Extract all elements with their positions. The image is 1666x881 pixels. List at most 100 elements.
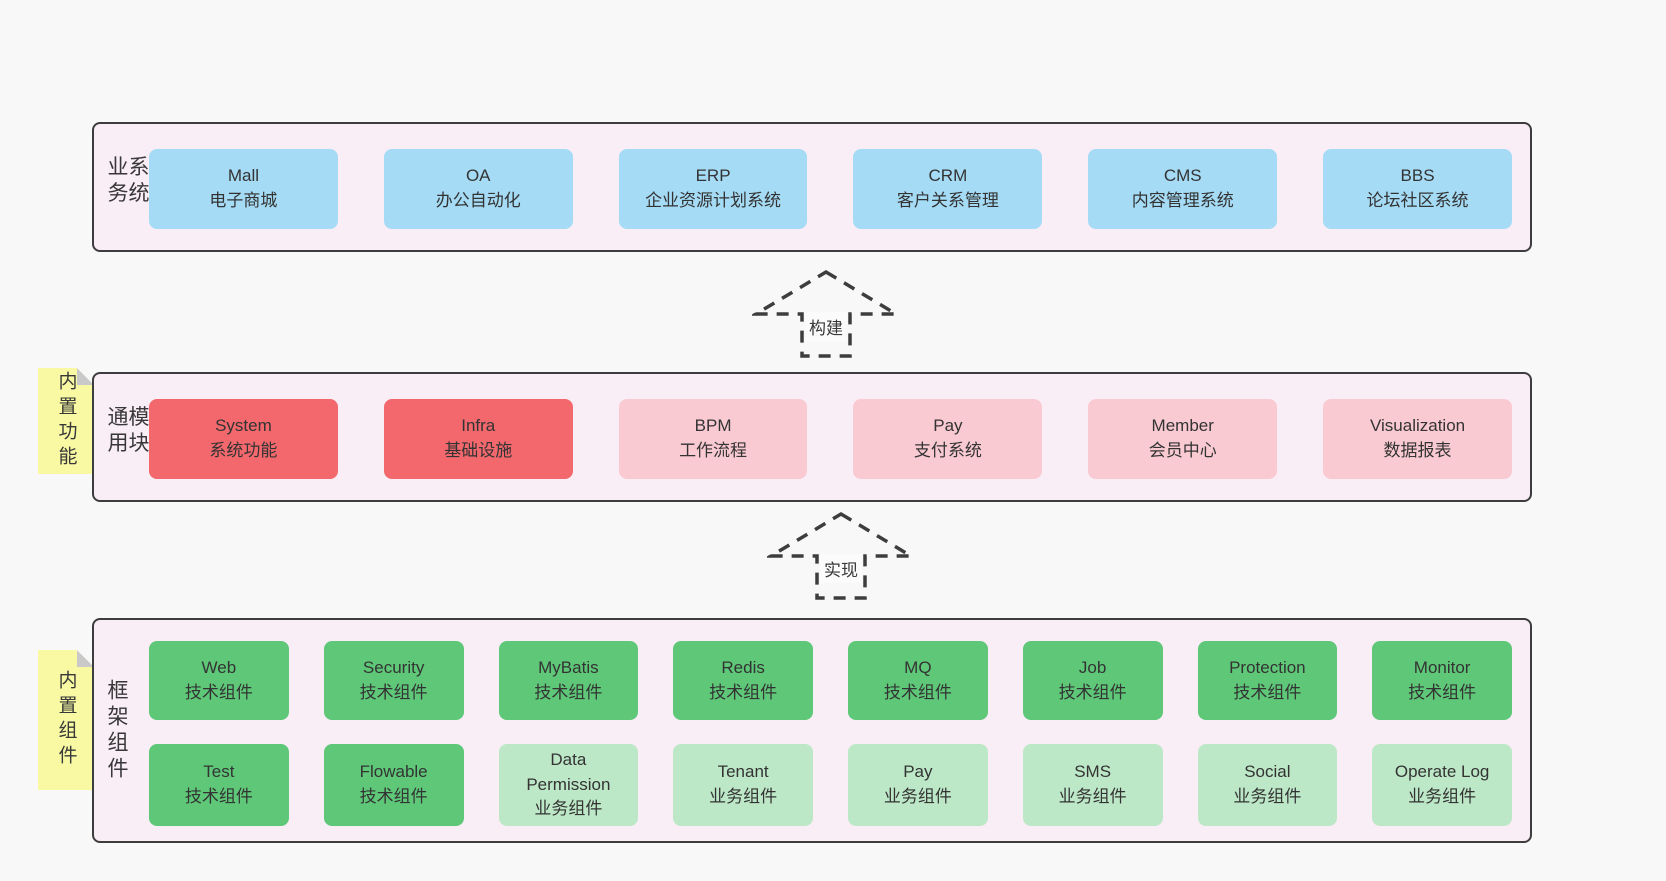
box-subtitle: 办公自动化: [435, 191, 521, 210]
box-mall: Mall 电子商城: [149, 149, 338, 229]
box-title: Operate Log: [1394, 762, 1490, 782]
box-subtitle: 系统功能: [209, 441, 278, 460]
sticky-note-label: 内置组件: [55, 670, 77, 770]
box-bbs: BBS 论坛社区系统: [1323, 149, 1512, 229]
box-redis: Redis 技术组件: [673, 641, 813, 720]
box-subtitle: 论坛社区系统: [1366, 191, 1469, 210]
box-tenant: Tenant 业务组件: [673, 744, 813, 826]
box-subtitle: 业务组件: [534, 799, 603, 819]
framework-box-row-1: Web 技术组件 Security 技术组件 MyBatis 技术组件 Redi…: [149, 641, 1512, 720]
panel-common-modules: 通用模块 System 系统功能 Infra 基础设施 BPM 工作流程 Pay…: [92, 372, 1532, 502]
box-title: MyBatis: [538, 657, 599, 677]
up-arrow-icon: [752, 269, 900, 358]
box-title: Member: [1151, 416, 1214, 436]
box-title: Visualization: [1369, 416, 1466, 436]
box-title: Pay: [903, 762, 933, 782]
box-flowable: Flowable 技术组件: [323, 744, 464, 826]
box-erp: ERP 企业资源计划系统: [618, 149, 808, 229]
box-subtitle: 技术组件: [359, 787, 428, 806]
panel-label-framework-components: 框架组件: [105, 678, 128, 783]
sticky-note-builtin-features: 内置功能: [38, 368, 94, 474]
panel-label-common-modules: 通用模块: [105, 405, 149, 458]
framework-box-row-2: Test 技术组件 Flowable 技术组件 Data Permission …: [149, 744, 1512, 826]
sticky-note-label: 内置功能: [55, 371, 77, 471]
panel-framework-components: 框架组件 Web 技术组件 Security 技术组件 MyBatis 技术组件…: [92, 618, 1532, 843]
box-subtitle: 业务组件: [1233, 787, 1302, 806]
box-title: Mall: [227, 166, 259, 186]
box-title: Security: [362, 657, 425, 677]
box-data-permission: Data Permission 业务组件: [498, 744, 639, 826]
box-protection: Protection 技术组件: [1197, 641, 1338, 720]
box-title: Web: [201, 657, 237, 677]
box-title: Flowable: [359, 762, 428, 782]
business-box-row: Mall 电子商城 OA 办公自动化 ERP 企业资源计划系统 CRM 客户关系…: [149, 149, 1512, 229]
box-mybatis: MyBatis 技术组件: [498, 641, 639, 720]
box-crm: CRM 客户关系管理: [853, 149, 1043, 229]
box-subtitle: 业务组件: [1408, 787, 1477, 806]
box-oa: OA 办公自动化: [383, 149, 573, 229]
modules-box-row: System 系统功能 Infra 基础设施 BPM 工作流程 Pay 支付系统…: [149, 399, 1512, 479]
box-subtitle: 工作流程: [679, 441, 748, 460]
box-pay-system: Pay 支付系统: [853, 399, 1043, 479]
box-subtitle: 业务组件: [1058, 787, 1127, 806]
box-title: ERP: [695, 166, 731, 186]
box-subtitle: 客户关系管理: [896, 191, 999, 210]
box-subtitle: 支付系统: [913, 441, 982, 460]
up-arrow-icon: [767, 511, 915, 600]
box-subtitle: 技术组件: [1408, 682, 1477, 702]
box-title: Infra: [461, 416, 496, 436]
box-title: Protection: [1229, 657, 1306, 677]
arrow-build: 构建: [752, 268, 900, 360]
box-subtitle: 业务组件: [883, 787, 952, 806]
box-subtitle: 业务组件: [709, 787, 778, 806]
box-monitor: Monitor 技术组件: [1372, 641, 1512, 720]
box-system: System 系统功能: [149, 399, 338, 479]
box-subtitle: 电子商城: [209, 191, 278, 210]
box-title: BPM: [694, 416, 732, 436]
box-subtitle: 数据报表: [1383, 441, 1452, 460]
box-title: CRM: [928, 166, 968, 186]
arrow-implement: 实现: [767, 510, 915, 602]
box-title: Monitor: [1413, 657, 1471, 677]
box-title: Social: [1244, 762, 1291, 782]
box-web: Web 技术组件: [149, 641, 289, 720]
box-social: Social 业务组件: [1197, 744, 1338, 826]
box-test: Test 技术组件: [149, 744, 289, 826]
box-security: Security 技术组件: [323, 641, 464, 720]
box-subtitle: 技术组件: [534, 682, 603, 702]
box-title: Data Permission: [526, 750, 611, 794]
sticky-note-builtin-components: 内置组件: [38, 650, 94, 790]
box-infra: Infra 基础设施: [383, 399, 573, 479]
box-title: OA: [465, 166, 491, 186]
box-subtitle: 技术组件: [184, 787, 253, 806]
box-title: SMS: [1074, 762, 1112, 782]
box-title: Pay: [933, 416, 963, 436]
box-title: Tenant: [717, 762, 769, 782]
box-title: Redis: [721, 657, 765, 677]
box-title: BBS: [1400, 166, 1435, 186]
box-cms: CMS 内容管理系统: [1088, 149, 1278, 229]
box-pay-component: Pay 业务组件: [848, 744, 988, 826]
box-subtitle: 内容管理系统: [1131, 191, 1234, 210]
panel-label-business-systems: 业务系统: [105, 155, 149, 208]
box-subtitle: 技术组件: [883, 682, 952, 702]
box-sms: SMS 业务组件: [1022, 744, 1163, 826]
box-subtitle: 会员中心: [1148, 441, 1217, 460]
box-subtitle: 技术组件: [1058, 682, 1127, 702]
box-member: Member 会员中心: [1088, 399, 1278, 479]
box-subtitle: 技术组件: [359, 682, 428, 702]
box-subtitle: 技术组件: [184, 682, 253, 702]
panel-business-systems: 业务系统 Mall 电子商城 OA 办公自动化 ERP 企业资源计划系统 CRM…: [92, 122, 1532, 252]
box-title: System: [215, 416, 272, 436]
arrow-label-build: 构建: [805, 312, 847, 341]
box-mq: MQ 技术组件: [848, 641, 988, 720]
box-subtitle: 基础设施: [444, 441, 513, 460]
box-subtitle: 企业资源计划系统: [645, 191, 782, 210]
box-subtitle: 技术组件: [1233, 682, 1302, 702]
box-title: Test: [203, 762, 235, 782]
arrow-label-implement: 实现: [820, 554, 862, 583]
box-visualization: Visualization 数据报表: [1323, 399, 1512, 479]
box-subtitle: 技术组件: [709, 682, 778, 702]
box-job: Job 技术组件: [1022, 641, 1163, 720]
